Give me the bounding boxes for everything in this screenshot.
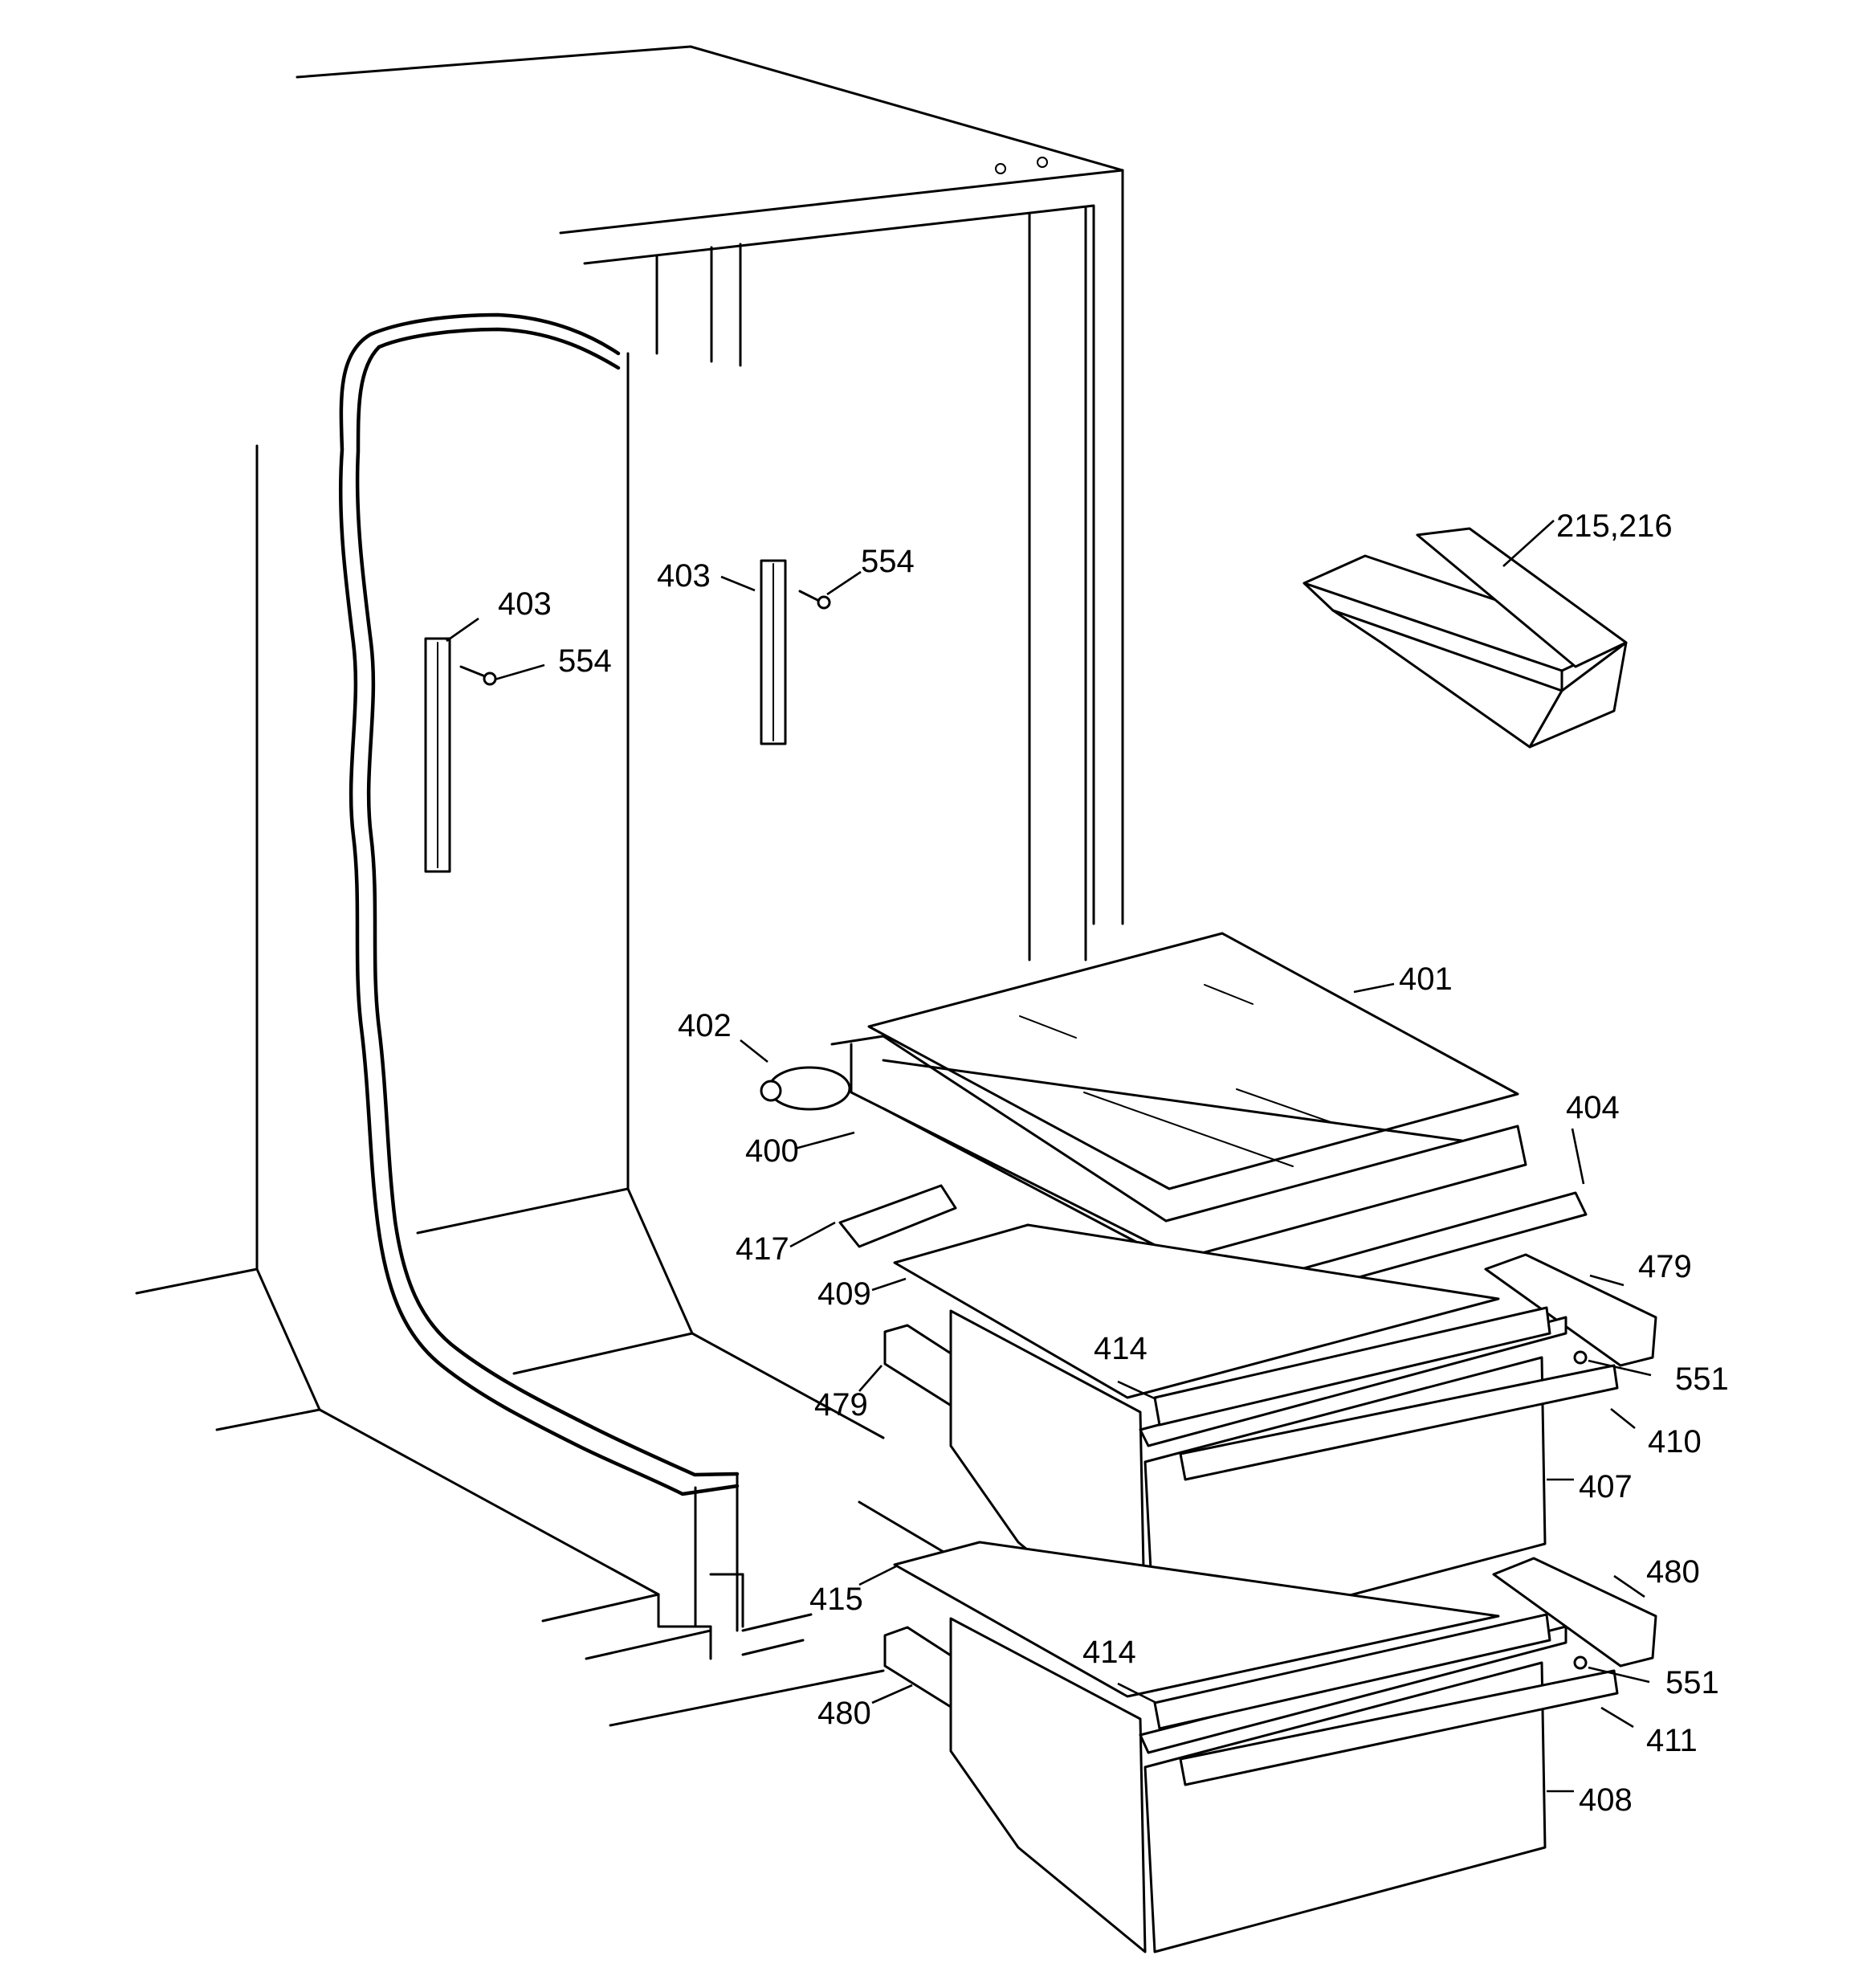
- shelf-bracket-402: [760, 1066, 851, 1111]
- label-551-upper: 551: [1675, 1361, 1729, 1397]
- label-400: 400: [745, 1133, 799, 1169]
- label-551-lower: 551: [1665, 1665, 1719, 1700]
- label-480-right: 480: [1646, 1554, 1700, 1590]
- label-479-left: 479: [814, 1387, 868, 1423]
- label-404: 404: [1566, 1090, 1620, 1125]
- drawer-handle-410: [1179, 1364, 1619, 1481]
- leader-lines: [446, 520, 1652, 1793]
- label-417: 417: [736, 1231, 789, 1267]
- label-403-center: 403: [657, 558, 711, 594]
- screw-551-upper: [1573, 1350, 1588, 1365]
- drawer-rails-414-lower: [1153, 1613, 1551, 1730]
- door-bin: [1302, 527, 1628, 749]
- screw-551-lower: [1573, 1655, 1588, 1670]
- label-408: 408: [1579, 1782, 1633, 1818]
- label-403-left: 403: [498, 586, 552, 622]
- part-labels: 215,216 554 403 403 554 401 402 404 400 …: [498, 508, 1729, 1818]
- slide-rail-480-right: [1492, 1557, 1657, 1668]
- label-215-216: 215,216: [1556, 508, 1673, 544]
- label-479-right: 479: [1638, 1249, 1692, 1284]
- cabinet: [135, 45, 1124, 1727]
- crisper-cover-409: [893, 1223, 1500, 1399]
- drawer-handle-411: [1179, 1669, 1619, 1786]
- label-414-lower: 414: [1082, 1635, 1136, 1670]
- label-407: 407: [1579, 1469, 1633, 1504]
- rail-417: [838, 1184, 957, 1248]
- label-409: 409: [817, 1276, 871, 1312]
- crisper-cover-415: [893, 1541, 1500, 1698]
- label-411: 411: [1646, 1723, 1698, 1758]
- screw-554-left: [459, 665, 497, 686]
- label-410: 410: [1648, 1424, 1702, 1459]
- crisper-drawer-408: [949, 1617, 1567, 1953]
- label-402: 402: [678, 1008, 732, 1043]
- label-480-left: 480: [817, 1696, 871, 1731]
- label-554-center: 554: [861, 544, 915, 579]
- label-554-left: 554: [558, 643, 612, 679]
- drawer-rails-414-upper: [1153, 1306, 1551, 1427]
- screw-554-center: [798, 590, 831, 610]
- label-414-upper: 414: [1094, 1331, 1148, 1366]
- label-401: 401: [1399, 961, 1453, 997]
- slide-rail-479-right: [1484, 1253, 1657, 1367]
- shelf-ladder-left: [424, 637, 451, 873]
- label-415: 415: [809, 1582, 863, 1617]
- shelf-ladder-center: [760, 559, 787, 745]
